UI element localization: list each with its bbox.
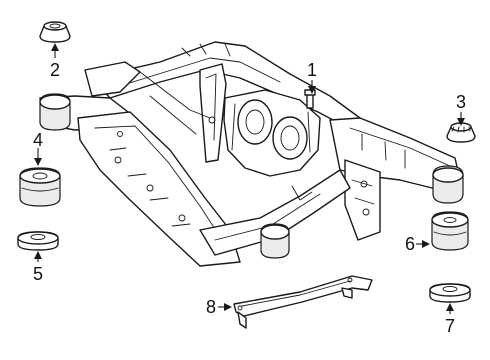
callout-4: 4 <box>33 130 43 150</box>
lower-washer-left <box>17 231 59 251</box>
callout-leaders <box>34 43 465 314</box>
callout-5: 5 <box>33 264 43 284</box>
bushing-left <box>19 167 61 207</box>
callout-7: 7 <box>445 316 455 336</box>
bolt-stud <box>304 89 316 109</box>
callout-6: 6 <box>405 234 415 254</box>
upper-mount-washer-left <box>39 21 71 43</box>
callout-1: 1 <box>307 60 317 80</box>
callout-8: 8 <box>206 297 216 317</box>
callout-2: 2 <box>50 60 60 80</box>
suspension-crossmember <box>39 41 464 267</box>
callout-3: 3 <box>456 92 466 112</box>
bushing-right <box>431 211 469 251</box>
lower-washer-right <box>429 283 471 303</box>
brace-bar <box>233 275 373 329</box>
